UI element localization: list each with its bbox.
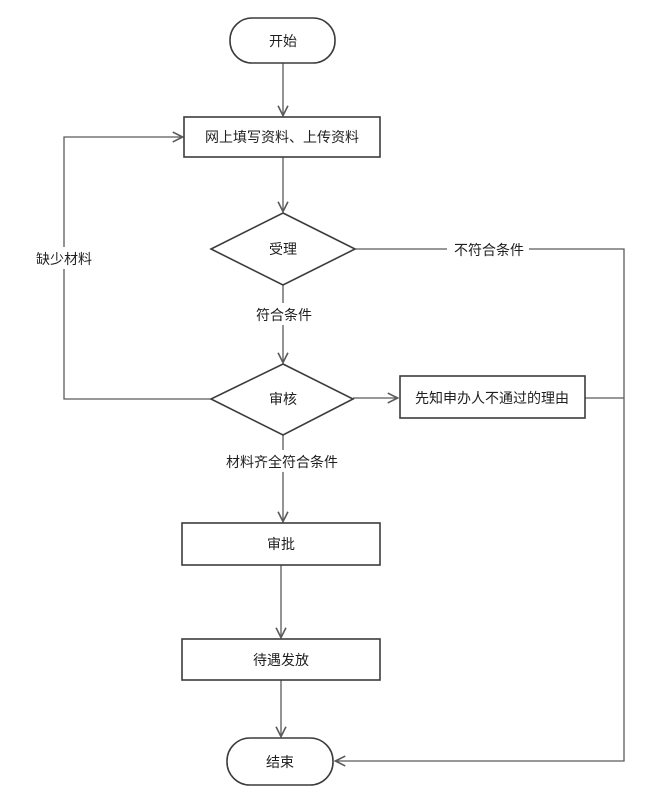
edge-label-missing-materials: 缺少材料 [36, 252, 92, 268]
node-review-label: 审核 [269, 392, 297, 408]
node-start-label: 开始 [269, 34, 297, 50]
node-end-shape [226, 737, 334, 786]
edge-label-bg-not-qualified [447, 239, 529, 259]
node-review: 审核 [209, 363, 355, 436]
node-approve: 审批 [181, 522, 381, 566]
node-notify-reason-shape [399, 375, 586, 419]
edge-label-bg-qualified [252, 303, 316, 325]
node-fill-upload-shape [183, 116, 381, 158]
node-accept-shape [209, 212, 357, 286]
node-start: 开始 [229, 17, 336, 64]
node-fill-upload: 网上填写资料、上传资料 [183, 116, 381, 158]
node-benefit-label: 待遇发放 [253, 653, 309, 669]
node-approve-shape [181, 522, 381, 566]
node-start-shape [229, 17, 336, 64]
node-accept: 受理 [209, 212, 357, 286]
node-benefit-shape [181, 638, 381, 681]
node-approve-label: 审批 [267, 537, 295, 553]
node-end-label: 结束 [266, 755, 294, 771]
node-benefit: 待遇发放 [181, 638, 381, 681]
node-fill-upload-label: 网上填写资料、上传资料 [205, 130, 359, 146]
edge-accept-to-end-reject [336, 248, 625, 761]
node-accept-label: 受理 [269, 242, 297, 258]
edge-label-qualified: 符合条件 [256, 307, 312, 324]
edge-label-bg-missing-materials [31, 247, 97, 269]
node-notify-reason-label: 先知申办人不通过的理由 [415, 390, 569, 407]
node-end: 结束 [226, 737, 334, 786]
edge-label-bg-materials-complete [221, 450, 343, 472]
node-notify-reason: 先知申办人不通过的理由 [399, 375, 586, 419]
node-review-shape [209, 363, 355, 436]
edge-label-not-qualified: 不符合条件 [454, 242, 524, 259]
edge-label-materials-complete: 材料齐全符合条件 [226, 454, 338, 471]
